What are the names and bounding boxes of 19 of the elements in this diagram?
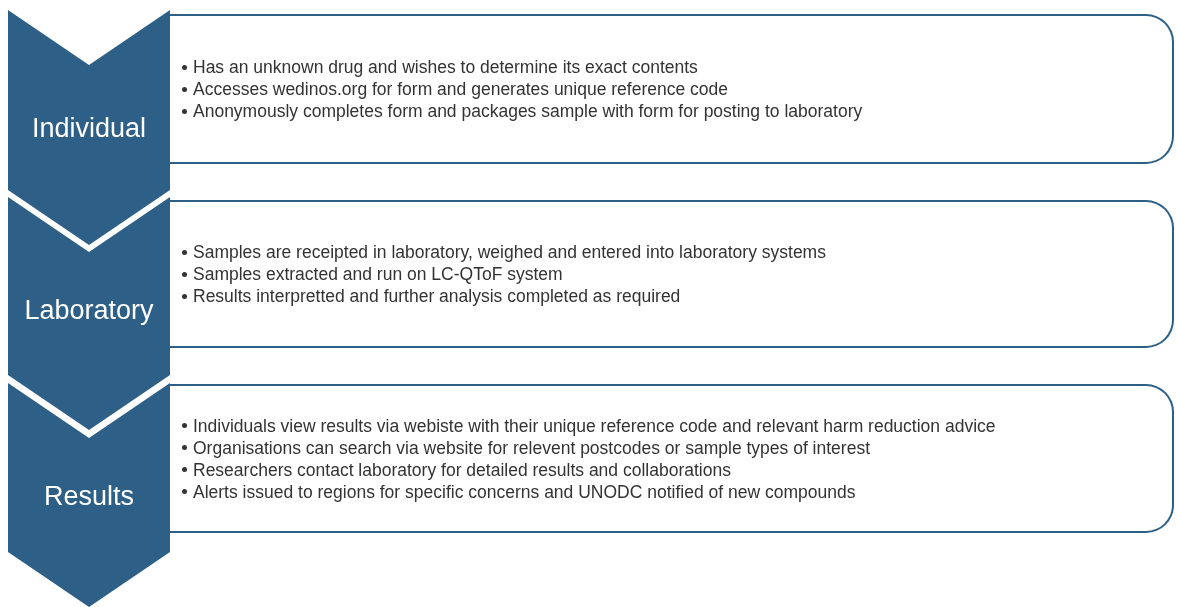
bullet-item: Alerts issued to regions for specific concerns and UNODC notified of new compounds — [193, 480, 856, 503]
bullet-item: Samples are receipted in laboratory, weighed and entered into laboratory systems — [193, 241, 826, 263]
bullet-item: Samples extracted and run on LC-QToF system — [193, 263, 563, 285]
bullet-item: Anonymously completes form and packages sample with form for posting to laboratory — [193, 100, 863, 122]
content-box — [170, 384, 1174, 533]
bullet-item: Accesses wedinos.org for form and generates unique reference code — [193, 78, 729, 100]
bullet-item: Organisations can search via website for relevent postcodes or sample types of interest — [193, 436, 870, 459]
chevron-shape — [8, 383, 170, 607]
stage-label: Laboratory — [23, 295, 155, 326]
chevron-shape — [8, 197, 170, 430]
bullet-item: Individuals view results via webiste with their unique reference code and relevant harm reduction advice — [193, 414, 996, 437]
bullet-item: Has an unknown drug and wishes to determine its exact contents — [193, 56, 698, 78]
chevron-shape — [8, 10, 170, 245]
content-box — [170, 200, 1174, 348]
content-box — [170, 14, 1174, 164]
stage-label: Individual — [30, 113, 148, 144]
bullet-item: Researchers contact laboratory for detailed results and collaborations — [193, 458, 731, 481]
bullet-item: Results interpretted and further analysis completed as required — [193, 285, 681, 307]
stage-label: Results — [43, 481, 135, 512]
